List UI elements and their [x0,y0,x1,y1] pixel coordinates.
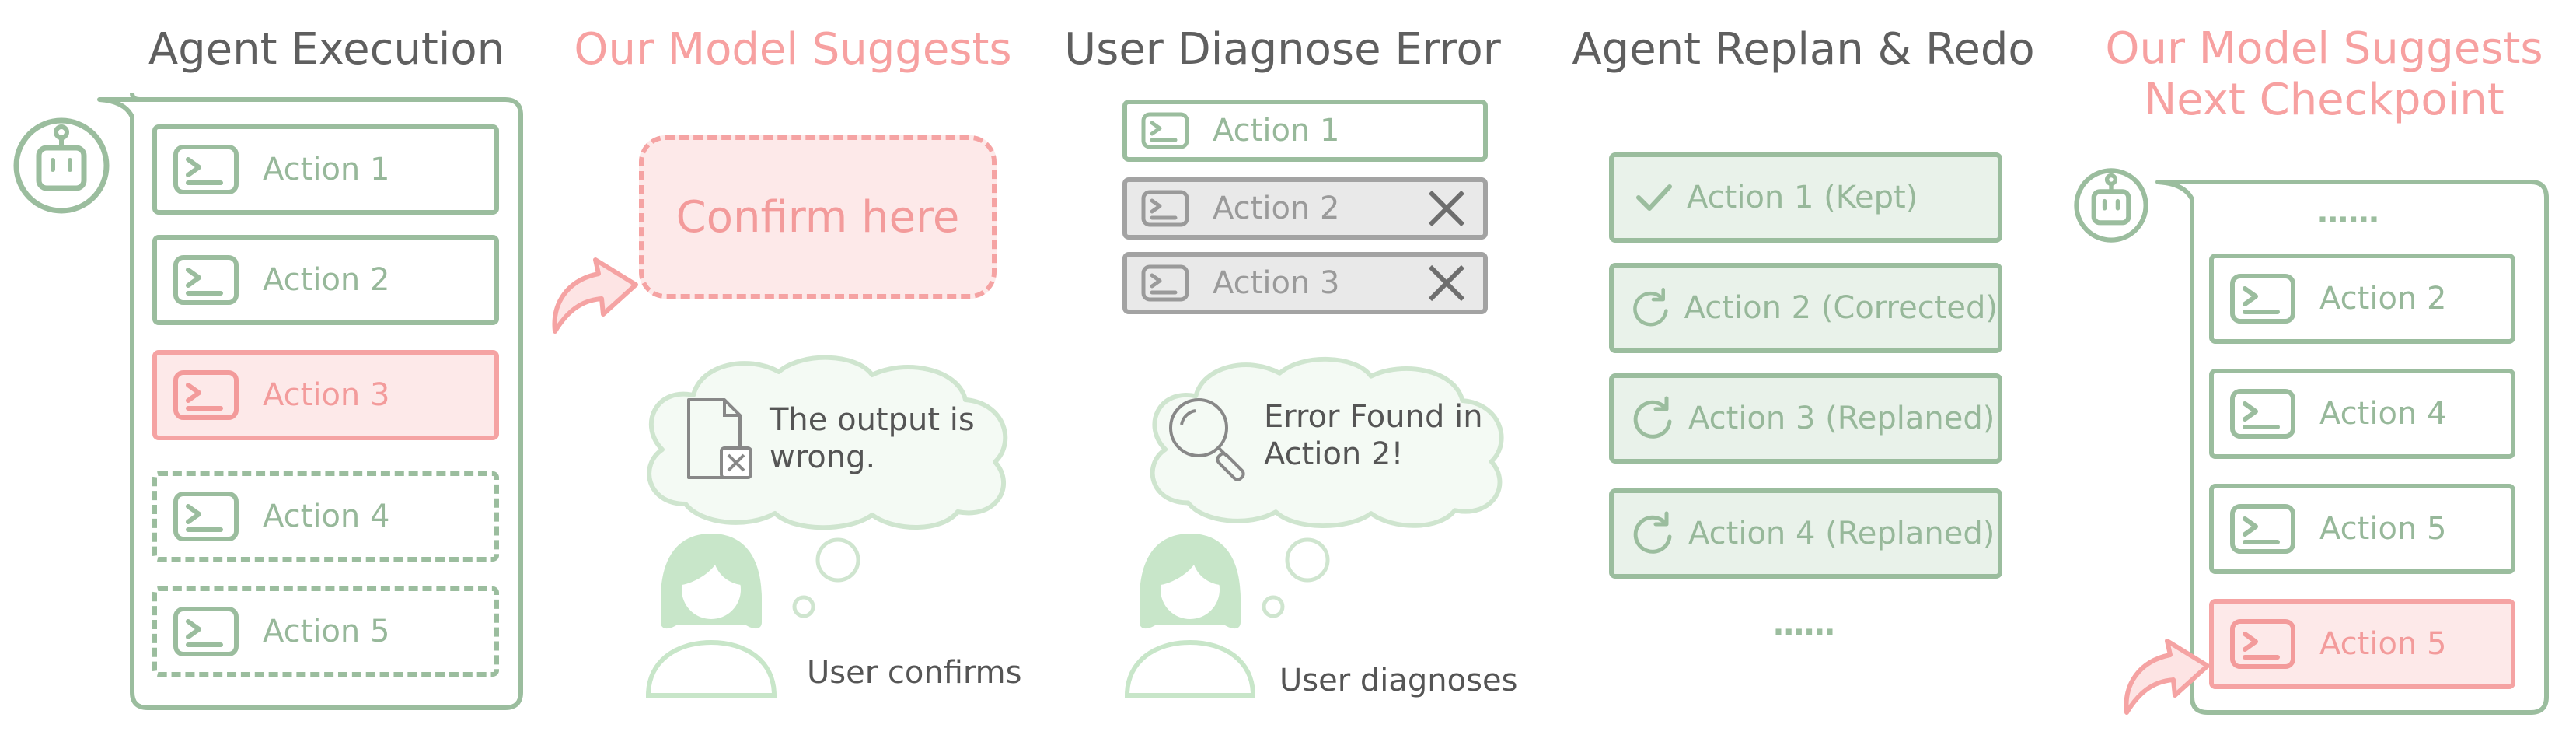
thought-cloud [647,355,1008,530]
terminal-icon [173,492,239,541]
panel2-title: Our Model Suggests [574,24,1012,75]
terminal-icon [1141,264,1189,302]
robot-icon [2074,168,2148,243]
panel1-action-2: Action 2 [152,235,499,325]
confirm-box[interactable]: Confirm here [639,135,997,299]
action-label: Action 5 [2319,626,2447,662]
panel4-title: Agent Replan & Redo [1572,24,2035,75]
action-label: Action 4 [263,499,390,534]
action-label: Action 3 (Replaned) [1688,401,1995,436]
check-icon [1636,184,1672,211]
user-icon [645,534,777,698]
action-label: Action 5 [2319,511,2447,547]
arrow-icon [552,257,638,334]
agent-speech-bubble [97,93,523,710]
action-label: Action 1 [1213,113,1340,149]
arrow-icon [2124,639,2210,715]
terminal-icon [173,255,239,305]
action-label: Action 1 [263,152,390,187]
panel5-action-4: Action 5 [2209,599,2515,689]
action-label: Action 2 [1213,191,1340,226]
thought-line: wrong. [770,439,876,475]
ellipsis: ...... [1772,607,1835,642]
action-label: Action 2 (Corrected) [1684,290,1998,326]
action-label: Action 4 [2319,396,2447,432]
thought-line: Action 2! [1264,436,1404,472]
panel4-action-2: Action 2 (Corrected) [1609,263,2002,353]
terminal-icon [2230,389,2295,439]
panel1-action-1: Action 1 [152,124,499,215]
close-icon [1428,264,1465,302]
terminal-icon [173,607,239,656]
magnifier-icon [1169,398,1245,481]
thought-line: The output is [770,402,975,438]
panel3-action-2: Action 2 [1122,177,1488,240]
thought-text-1: The output is wrong. [770,401,975,476]
terminal-icon [1141,112,1189,149]
terminal-icon [173,145,239,194]
panel3-action-3: Action 3 [1122,252,1488,314]
terminal-icon [2230,274,2295,324]
close-icon [1428,190,1465,227]
action-label: Action 3 [263,377,390,413]
panel3-action-1: Action 1 [1122,100,1488,162]
action-label: Action 1 (Kept) [1687,180,1918,215]
redo-icon [1633,396,1672,439]
thought-cloud [1150,356,1504,528]
caption-user-diagnoses: User diagnoses [1279,663,1518,698]
panel5-action-2: Action 4 [2209,369,2515,459]
panel3-title: User Diagnose Error [1064,24,1501,75]
terminal-icon [2230,619,2295,669]
action-label: Action 5 [263,614,390,649]
confirm-label: Confirm here [675,191,960,243]
terminal-icon [173,370,239,420]
robot-icon [13,117,110,214]
redo-icon [1633,511,1672,554]
panel4-action-3: Action 3 (Replaned) [1609,373,2002,464]
action-label: Action 3 [1213,265,1340,301]
action-label: Action 4 (Replaned) [1688,516,1995,551]
terminal-icon [2230,504,2295,554]
terminal-icon [1141,190,1189,227]
action-label: Action 2 [2319,281,2447,317]
panel4-action-4: Action 4 (Replaned) [1609,488,2002,579]
panel1-action-3: Action 3 [152,350,499,440]
redo-icon [1633,288,1668,327]
thought-dots [792,537,860,618]
panel1-action-5: Action 5 [152,586,499,677]
panel5-title: Our Model Suggests Next Checkpoint [2083,23,2565,126]
thought-text-2: Error Found in Action 2! [1264,398,1483,473]
caption-user-confirms: User confirms [807,655,1022,691]
panel4-action-1: Action 1 (Kept) [1609,152,2002,243]
panel1-action-4: Action 4 [152,471,499,562]
action-label: Action 2 [263,262,390,298]
panel5-action-1: Action 2 [2209,254,2515,344]
panel5-title-line1: Our Model Suggests [2105,23,2543,74]
panel5-title-line2: Next Checkpoint [2144,75,2504,125]
panel1-title: Agent Execution [148,24,505,75]
file-error-icon [687,398,752,479]
thought-dots [1262,537,1330,618]
thought-line: Error Found in [1264,399,1483,435]
panel5-action-3: Action 5 [2209,484,2515,574]
user-icon [1124,534,1256,698]
agent-speech-bubble [2155,180,2549,715]
ellipsis: ...... [2316,194,2379,230]
